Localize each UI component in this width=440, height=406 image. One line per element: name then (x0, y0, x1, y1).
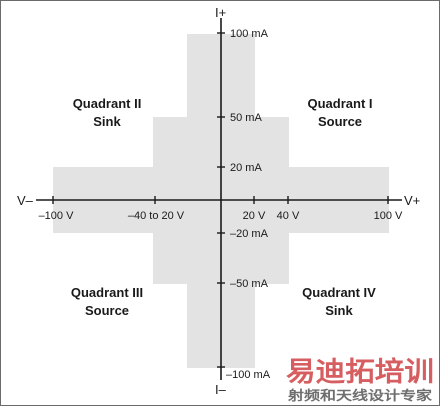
current-axis-ticks (217, 32, 225, 368)
voltage-axis-ticks (52, 196, 389, 204)
current-tick-neg20ma: –20 mA (230, 228, 269, 240)
quadrant-ii-label: Quadrant II Sink (73, 96, 142, 129)
axes (36, 18, 402, 380)
watermark-subtitle: 射频和天线设计专家 (287, 388, 433, 404)
quadrant-ii-name: Quadrant II (73, 96, 142, 111)
v-minus-label: V– (17, 193, 34, 208)
voltage-tick-neg40-20v: –40 to 20 V (128, 210, 185, 222)
quadrant-iii-mode: Source (85, 303, 129, 318)
quadrant-i-mode: Source (318, 114, 362, 129)
current-tick-100ma: 100 mA (230, 28, 269, 40)
quadrant-iv-mode: Sink (325, 303, 353, 318)
quadrant-iv-label: Quadrant IV Sink (302, 285, 376, 318)
current-tick-20ma: 20 mA (230, 162, 262, 174)
quadrant-iii-name: Quadrant III (71, 285, 143, 300)
current-tick-neg50ma: –50 mA (230, 278, 269, 290)
quadrant-iv-name: Quadrant IV (302, 285, 376, 300)
voltage-tick-100v: 100 V (374, 210, 403, 222)
quadrant-i-label: Quadrant I Source (307, 96, 372, 129)
quadrant-ii-mode: Sink (93, 114, 121, 129)
voltage-tick-40v: 40 V (277, 210, 300, 222)
voltage-tick-neg100v: –100 V (39, 210, 75, 222)
i-plus-label: I+ (215, 5, 226, 20)
quadrant-i-name: Quadrant I (307, 96, 372, 111)
current-tick-50ma: 50 mA (230, 112, 262, 124)
current-tick-neg100ma: –100 mA (226, 369, 271, 381)
i-minus-label: I– (215, 382, 227, 397)
quadrant-iii-label: Quadrant III Source (71, 285, 143, 318)
voltage-tick-20v: 20 V (243, 210, 266, 222)
v-plus-label: V+ (404, 193, 420, 208)
watermark-title: 易迪拓培训 (286, 357, 434, 388)
watermark: 易迪拓培训 射频和天线设计专家 (286, 357, 434, 404)
